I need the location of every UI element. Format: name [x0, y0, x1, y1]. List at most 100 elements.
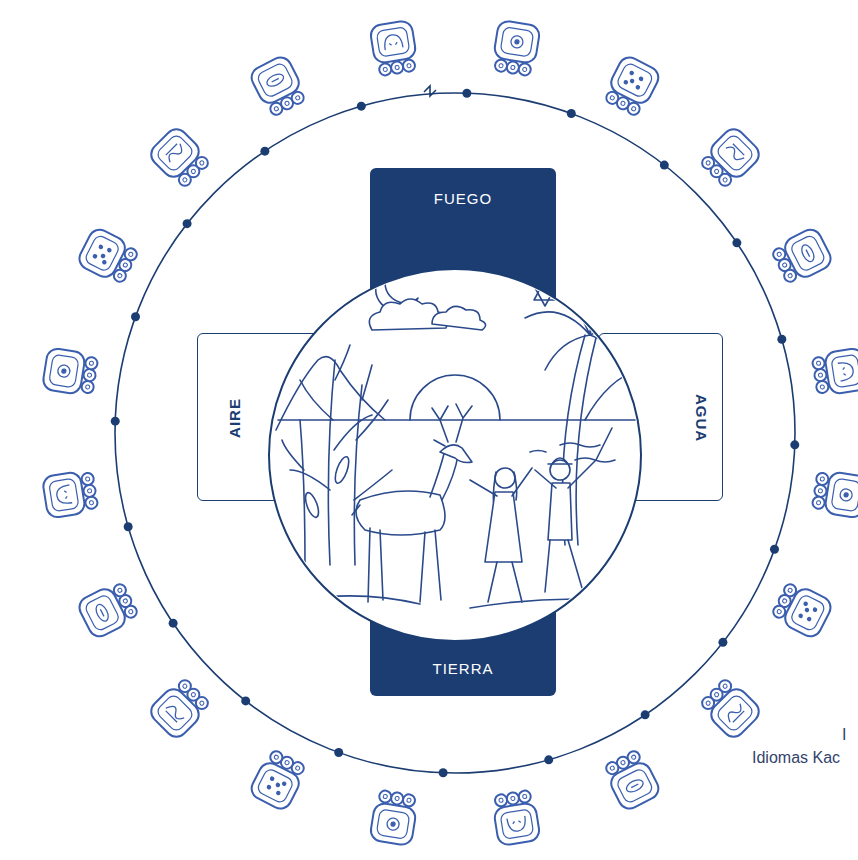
- day-glyph-part-part: [631, 784, 638, 788]
- day-glyph-part: [787, 588, 792, 593]
- day-glyph-part: [176, 678, 193, 695]
- deer-antlers: [432, 404, 472, 446]
- day-glyph-part: [700, 695, 717, 712]
- day-glyph-part: [386, 817, 400, 831]
- day-glyph-part: [499, 798, 504, 803]
- day-glyph-part-part: [630, 71, 634, 75]
- day-glyph: [76, 580, 141, 641]
- day-glyph: [811, 469, 858, 518]
- center-circle: [269, 269, 641, 641]
- day-glyph-part: [117, 588, 122, 593]
- day-glyph-part: [395, 796, 400, 801]
- water-box: AGUA: [598, 333, 723, 501]
- day-glyph-part: [89, 500, 94, 505]
- day-glyph-part: [390, 61, 404, 75]
- day-glyph-part: [604, 760, 620, 776]
- man-hat: [548, 458, 572, 464]
- day-glyph-part: [256, 767, 295, 804]
- day-glyph-part: [128, 252, 133, 257]
- day-glyph-part: [705, 700, 711, 706]
- day-glyph-part-part: [265, 72, 286, 89]
- ring-dot: [111, 417, 120, 426]
- day-glyph: [42, 347, 99, 396]
- day-glyph-part: [290, 90, 306, 106]
- day-glyph-part: [85, 496, 99, 510]
- day-glyph: [248, 748, 309, 813]
- day-glyph-part: [518, 790, 532, 804]
- moon: [376, 268, 418, 311]
- day-glyph-part: [147, 685, 204, 742]
- day-glyph-part: [707, 125, 764, 182]
- ring-dot: [718, 638, 727, 647]
- day-glyph-part: [265, 776, 286, 796]
- day-glyph-part: [81, 380, 95, 394]
- day-glyph-part: [818, 373, 823, 378]
- day-glyph-part: [499, 63, 504, 68]
- day-glyph-part: [123, 262, 128, 267]
- calendar-circle: [115, 93, 795, 773]
- day-glyph-part-part: [94, 602, 111, 623]
- sun: [410, 375, 500, 420]
- day-glyph-part: [787, 273, 792, 278]
- ring-dot: [732, 238, 741, 247]
- day-glyph-part: [782, 262, 787, 267]
- day-glyph: [369, 20, 418, 77]
- ring-dot: [124, 522, 133, 531]
- day-glyph-part: [506, 61, 520, 75]
- day-glyph-part: [94, 602, 111, 623]
- day-glyph-part: [284, 760, 289, 765]
- ring-dot: [777, 335, 786, 344]
- day-glyph-part: [164, 142, 185, 163]
- day-glyph: [147, 676, 213, 742]
- day-glyph-part: [128, 609, 133, 614]
- ring-dot: [241, 696, 250, 705]
- ring-dot: [660, 161, 669, 170]
- ring-start-mark: [424, 86, 436, 96]
- day-glyph-part-part: [272, 78, 279, 82]
- day-glyph-part: [820, 477, 825, 482]
- day-glyph-part: [522, 67, 527, 72]
- day-glyph-part: [56, 485, 73, 505]
- day-glyph-part: [164, 703, 185, 724]
- day-glyph-part-part: [624, 777, 645, 794]
- day-glyph-part-part: [839, 488, 853, 502]
- day-glyph-part: [191, 692, 197, 698]
- day-glyph-part: [725, 142, 746, 163]
- water-waves: [530, 443, 615, 462]
- day-glyph-part-part: [57, 364, 71, 378]
- element-name: AIRE: [227, 398, 242, 438]
- deer-legs: [352, 505, 441, 602]
- day-glyph-part: [705, 160, 711, 166]
- day-glyph: [811, 347, 858, 396]
- day-glyph-part-part: [56, 485, 73, 505]
- day-glyph-part: [378, 790, 392, 804]
- day-glyph-part-part: [383, 34, 403, 51]
- day-glyph-part: [616, 767, 655, 804]
- day-glyph-part-part: [93, 254, 97, 258]
- day-glyph-part: [493, 802, 540, 846]
- mountain: [585, 368, 645, 420]
- day-glyph-part-part: [507, 816, 527, 833]
- day-glyph: [491, 20, 540, 77]
- day-glyph-part: [92, 243, 112, 264]
- day-glyph-part: [295, 765, 300, 770]
- mountain: [276, 357, 385, 430]
- deer-head: [440, 445, 472, 463]
- day-glyph-part: [831, 354, 858, 388]
- ring-dot: [183, 219, 192, 228]
- day-glyph-part-part: [510, 35, 524, 49]
- day-glyph-part: [493, 20, 540, 64]
- day-glyph-part: [87, 373, 92, 378]
- day-glyph-part: [369, 20, 416, 64]
- ring-dot: [169, 619, 178, 628]
- day-glyph-part: [722, 177, 728, 183]
- day-glyph-part: [816, 361, 821, 366]
- day-glyph-part: [57, 364, 71, 378]
- day-glyph-part: [500, 809, 534, 839]
- ring-dot: [770, 545, 779, 554]
- day-glyph-part-part: [806, 250, 810, 257]
- woman-hair: [493, 472, 516, 505]
- day-glyph-part-part: [725, 703, 746, 724]
